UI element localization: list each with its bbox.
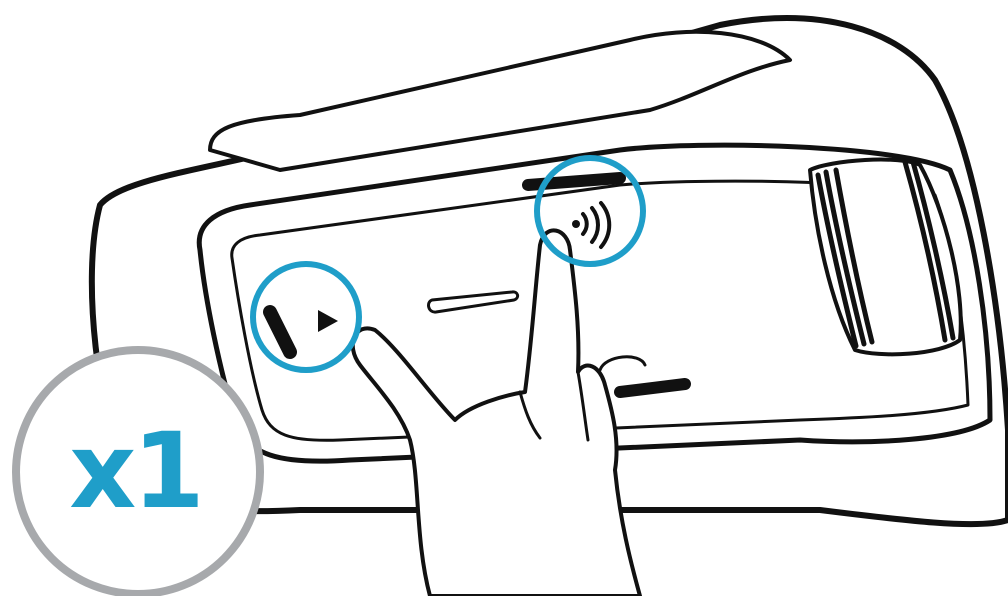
- bottom-button-bar: [620, 384, 685, 392]
- press-count-label: x1: [60, 416, 210, 526]
